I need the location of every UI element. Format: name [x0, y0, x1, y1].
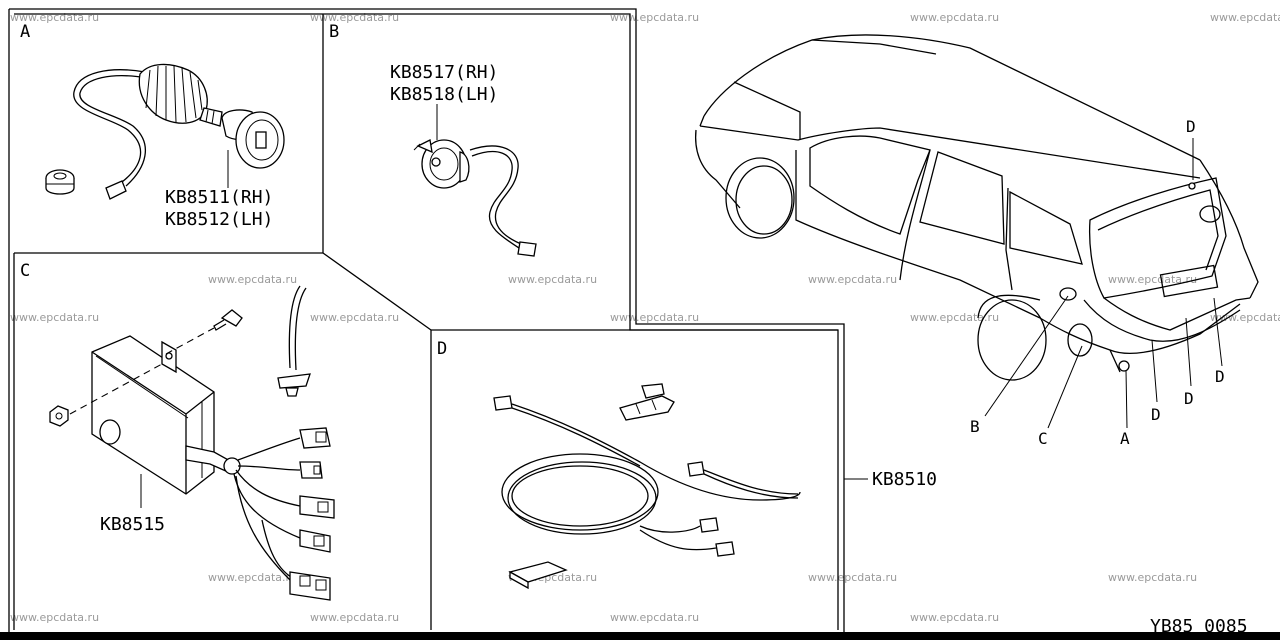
part-number-kb8515: KB8515 [100, 514, 165, 535]
watermark-text: www.epcdata.ru [808, 571, 897, 584]
part-number-kb8512: KB8512(LH) [165, 209, 273, 230]
callout-d-2: D [1184, 389, 1194, 408]
watermark-text: www.epcdata.ru [610, 11, 699, 24]
callout-d-1: D [1151, 405, 1161, 424]
watermarks: www.epcdata.ru www.epcdata.ru www.epcdat… [10, 11, 1280, 624]
watermark-text: www.epcdata.ru [808, 273, 897, 286]
watermark-text: www.epcdata.ru [910, 311, 999, 324]
panel-b-letter: B [329, 22, 339, 42]
watermark-text: www.epcdata.ru [610, 611, 699, 624]
watermark-text: www.epcdata.ru [508, 273, 597, 286]
car-outline-drawing [694, 34, 1259, 381]
watermark-text: www.epcdata.ru [10, 311, 99, 324]
watermark-text: www.epcdata.ru [10, 611, 99, 624]
watermark-text: www.epcdata.ru [208, 273, 297, 286]
panel-a-sensor-drawing [45, 63, 285, 200]
watermark-text: www.epcdata.ru [1210, 11, 1280, 24]
panel-c-letter: C [20, 261, 30, 281]
panel-b-buzzer-drawing [413, 139, 537, 257]
watermark-text: www.epcdata.ru [1108, 571, 1197, 584]
panel-d-harness-drawing [493, 383, 801, 590]
callout-d-3: D [1215, 367, 1225, 386]
panel-d-letter: D [437, 339, 447, 359]
figure-code: YB85 0085 [1150, 616, 1248, 637]
callout-c: C [1038, 429, 1048, 448]
watermark-text: www.epcdata.ru [310, 611, 399, 624]
bottom-band [0, 632, 1280, 640]
watermark-text: www.epcdata.ru [1210, 311, 1280, 324]
watermark-text: www.epcdata.ru [910, 611, 999, 624]
panel-a-letter: A [20, 22, 30, 42]
panel-c-control-unit-drawing [49, 285, 335, 601]
callout-a: A [1120, 429, 1130, 448]
watermark-text: www.epcdata.ru [310, 311, 399, 324]
watermark-text: www.epcdata.ru [1108, 273, 1197, 286]
part-number-kb8511: KB8511(RH) [165, 187, 273, 208]
watermark-text: www.epcdata.ru [208, 571, 297, 584]
part-number-kb8517: KB8517(RH) [390, 62, 498, 83]
watermark-text: www.epcdata.ru [910, 11, 999, 24]
panel-frames [8, 8, 845, 636]
part-number-kb8518: KB8518(LH) [390, 84, 498, 105]
watermark-text: www.epcdata.ru [610, 311, 699, 324]
callout-b: B [970, 417, 980, 436]
car-callout-leaders [984, 138, 1223, 429]
part-number-kb8510: KB8510 [872, 469, 937, 490]
callout-d-top: D [1186, 117, 1196, 136]
